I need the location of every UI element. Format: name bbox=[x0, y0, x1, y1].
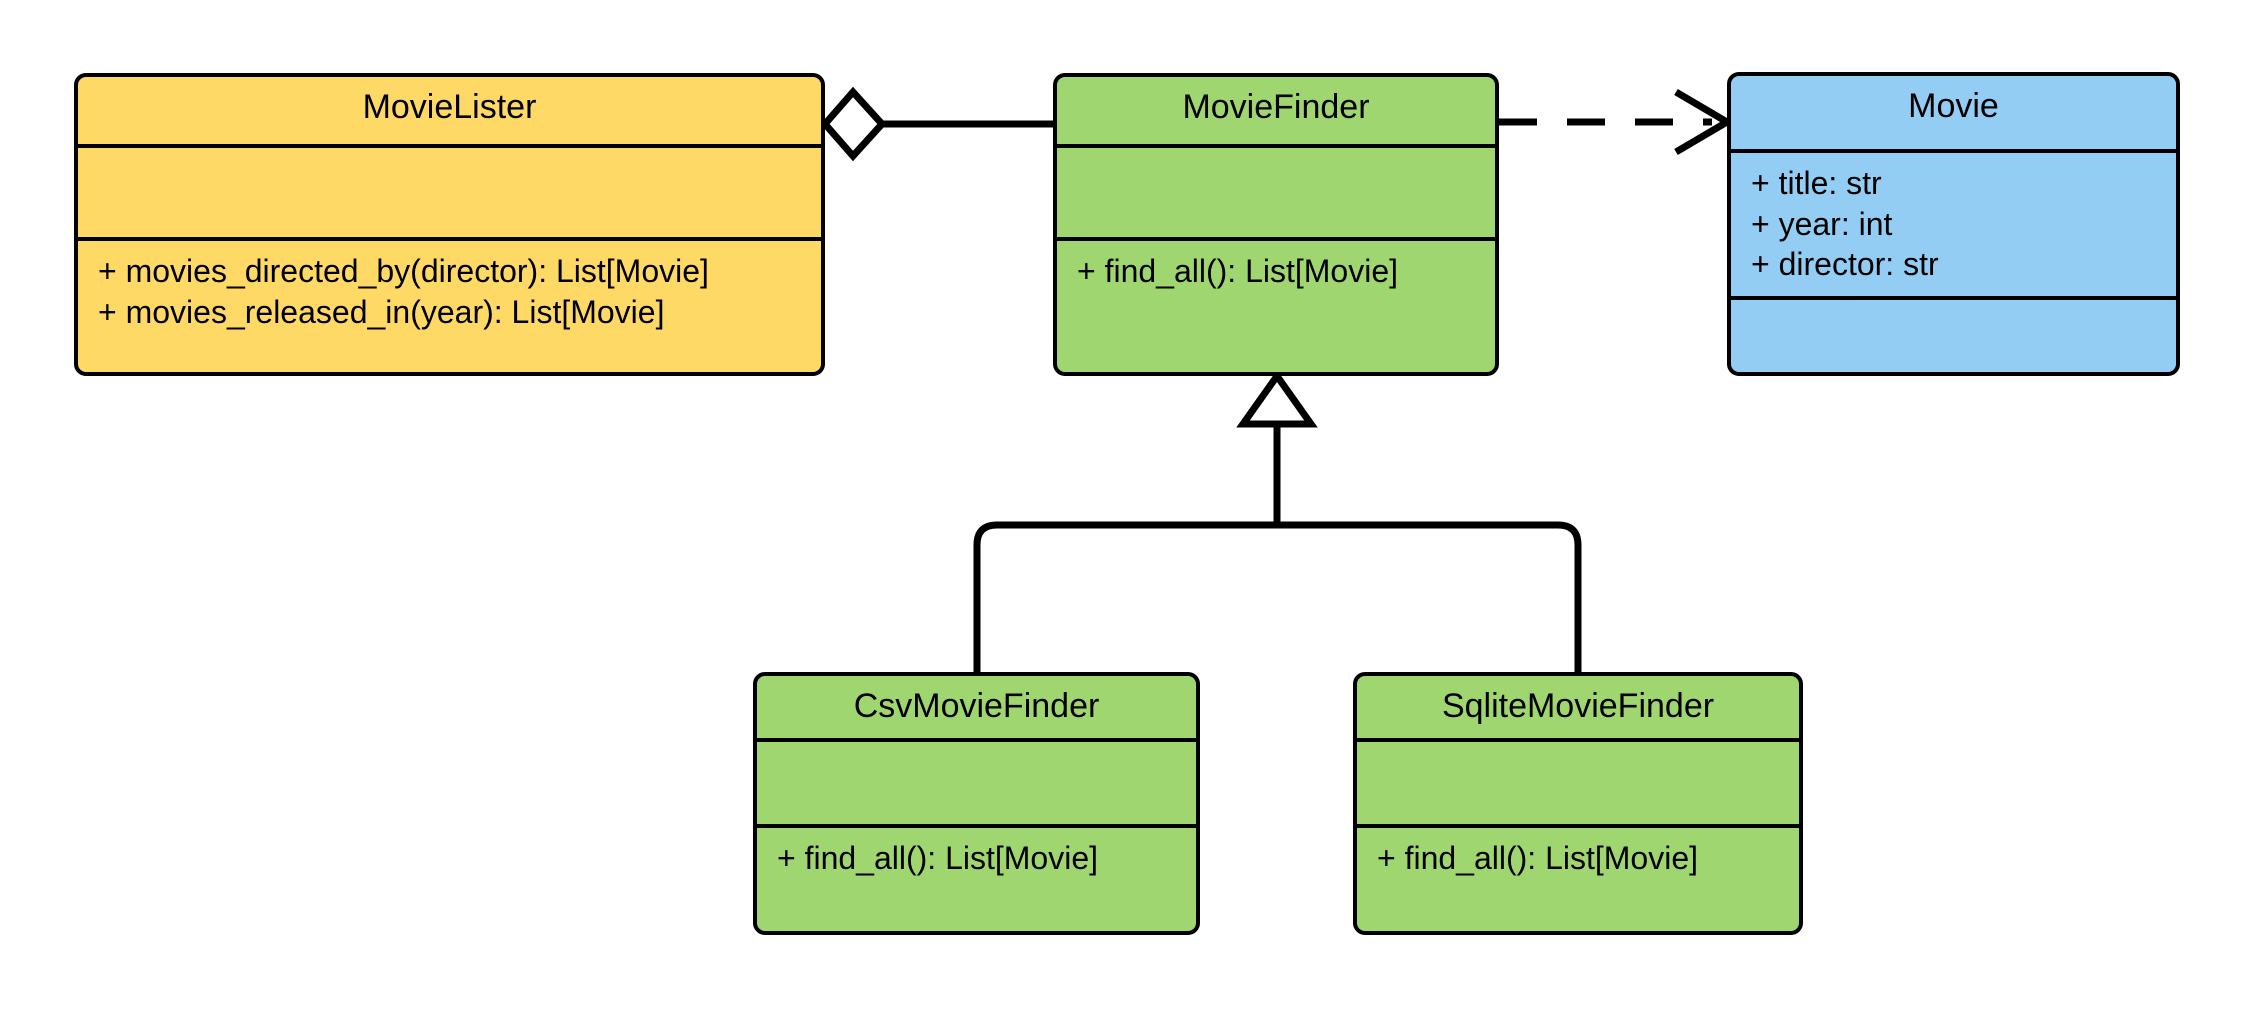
class-node-movie-finder[interactable]: MovieFinder + find_all(): List[Movie] bbox=[1053, 73, 1499, 376]
methods-compartment: + find_all(): List[Movie] bbox=[1057, 237, 1495, 372]
class-name-label: Movie bbox=[1908, 87, 1999, 125]
relationship-dependency-finder-movie[interactable] bbox=[1499, 88, 1734, 156]
hollow-triangle-marker bbox=[1236, 369, 1318, 428]
class-node-movie-lister[interactable]: MovieLister + movies_directed_by(directo… bbox=[74, 73, 825, 376]
class-node-sqlite-movie-finder[interactable]: SqliteMovieFinder + find_all(): List[Mov… bbox=[1353, 672, 1803, 935]
attributes-compartment bbox=[1057, 144, 1495, 237]
methods-compartment: + find_all(): List[Movie] bbox=[1357, 824, 1799, 931]
class-name-compartment: Movie bbox=[1731, 76, 2176, 149]
relationship-aggregation-lister-finder[interactable] bbox=[820, 86, 1053, 162]
open-arrow-marker bbox=[1674, 88, 1734, 156]
class-name-compartment: CsvMovieFinder bbox=[757, 676, 1196, 738]
methods-compartment: + find_all(): List[Movie] bbox=[757, 824, 1196, 931]
relationship-generalization-tree[interactable] bbox=[973, 369, 1582, 672]
class-node-movie[interactable]: Movie + title: str + year: int + directo… bbox=[1727, 72, 2180, 376]
attribute-item: + year: int bbox=[1751, 205, 1893, 242]
class-node-csv-movie-finder[interactable]: CsvMovieFinder + find_all(): List[Movie] bbox=[753, 672, 1200, 935]
method-list: + find_all(): List[Movie] bbox=[757, 828, 1196, 879]
method-item: + find_all(): List[Movie] bbox=[777, 840, 1099, 876]
attribute-item: + title: str bbox=[1751, 165, 1882, 201]
methods-compartment: + movies_directed_by(director): List[Mov… bbox=[78, 237, 821, 372]
method-item: + movies_released_in(year): List[Movie] bbox=[98, 293, 665, 330]
generalization-branch-right bbox=[1277, 521, 1582, 672]
hollow-diamond-marker bbox=[820, 86, 887, 162]
attributes-compartment bbox=[78, 144, 821, 237]
method-item: + find_all(): List[Movie] bbox=[1077, 253, 1399, 289]
generalization-branch-left bbox=[973, 521, 1277, 672]
class-name-compartment: SqliteMovieFinder bbox=[1357, 676, 1799, 738]
methods-compartment bbox=[1731, 296, 2176, 372]
class-name-label: MovieFinder bbox=[1182, 88, 1370, 126]
attributes-compartment bbox=[757, 738, 1196, 824]
method-item: + find_all(): List[Movie] bbox=[1377, 840, 1699, 876]
attributes-compartment: + title: str + year: int + director: str bbox=[1731, 149, 2176, 296]
class-name-label: SqliteMovieFinder bbox=[1441, 687, 1715, 725]
method-item: + movies_directed_by(director): List[Mov… bbox=[98, 253, 709, 289]
attribute-item: + director: str bbox=[1751, 246, 1939, 283]
class-name-label: CsvMovieFinder bbox=[853, 687, 1100, 725]
class-name-compartment: MovieLister bbox=[78, 77, 821, 144]
method-list: + movies_directed_by(director): List[Mov… bbox=[78, 241, 821, 332]
method-list: + find_all(): List[Movie] bbox=[1357, 828, 1799, 879]
attribute-list: + title: str + year: int + director: str bbox=[1731, 153, 2176, 285]
attributes-compartment bbox=[1357, 738, 1799, 824]
class-name-label: MovieLister bbox=[362, 88, 537, 126]
method-list: + find_all(): List[Movie] bbox=[1057, 241, 1495, 292]
class-name-compartment: MovieFinder bbox=[1057, 77, 1495, 144]
